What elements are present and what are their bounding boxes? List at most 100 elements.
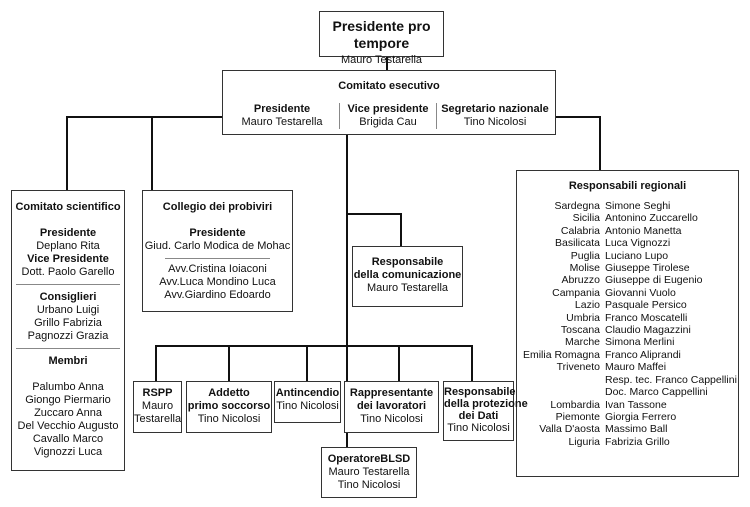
probiviri-president: Giud. Carlo Modica de Mohac	[144, 240, 291, 252]
manager-name: Giovanni Vuolo	[605, 286, 676, 299]
probiviri-title: Collegio dei probiviri	[162, 201, 273, 213]
region-name: Lazio	[574, 299, 600, 312]
president-title: Presidente pro tempore	[332, 18, 431, 51]
data-protection-title-line: della protezione	[444, 398, 528, 410]
workers-rep-title-line: dei lavoratori	[356, 400, 427, 412]
fire-warden-box: Antincendio Tino Nicolosi	[274, 381, 341, 423]
communication-name: Mauro Testarella	[366, 282, 449, 294]
regional-row: Campania Giovanni Vuolo	[517, 287, 738, 299]
manager-name: Giuseppe di Eugenio	[605, 274, 703, 287]
executive-title: Comitato esecutivo	[338, 80, 440, 92]
regional-row: Sicilia Antonino Zuccarello	[517, 212, 738, 224]
scientific-vice: Dott. Paolo Garello	[21, 266, 115, 278]
scientific-committee-box: Comitato scientifico Presidente Deplano …	[11, 190, 125, 471]
rspp-name-line: Mauro	[141, 400, 174, 412]
regional-row: Doc. Marco Cappellini	[517, 386, 738, 398]
scientific-advisors-label: Consiglieri	[39, 291, 97, 303]
blsd-name: Mauro Testarella	[328, 466, 410, 478]
fire-name: Tino Nicolosi	[276, 400, 339, 412]
manager-name: Giuseppe Tirolese	[605, 262, 690, 275]
member-item: Del Vecchio Augusto	[17, 420, 119, 432]
executive-role-vice: Vice presidente Brigida Cau	[340, 103, 437, 129]
data-protection-title-line: dei Dati	[458, 410, 499, 422]
members-list: Palumbo Anna Giongo Piermario Zuccaro An…	[12, 381, 124, 459]
region-name: Triveneto	[556, 361, 600, 374]
executive-committee-box: Comitato esecutivo Presidente Mauro Test…	[222, 70, 556, 135]
regional-row: Molise Giuseppe Tirolese	[517, 262, 738, 274]
executive-role-secretary: Segretario nazionale Tino Nicolosi	[437, 103, 553, 129]
region-name: Marche	[564, 336, 600, 349]
region-name: Campania	[552, 286, 600, 299]
role-name: Mauro Testarella	[241, 116, 323, 128]
executive-roles: Presidente Mauro Testarella Vice preside…	[223, 103, 555, 129]
regional-row: Puglia Luciano Lupo	[517, 250, 738, 262]
probiviri-member: Avv.Cristina Ioiaconi	[168, 263, 267, 275]
role-name: Brigida Cau	[359, 116, 417, 128]
member-item: Cavallo Marco	[32, 433, 104, 445]
communication-box: Responsabile della comunicazione Mauro T…	[352, 246, 463, 307]
regional-row: Valla D'aosta Massimo Ball	[517, 423, 738, 435]
member-item: Vignozzi Luca	[33, 446, 103, 458]
data-protection-box: Responsabile della protezione dei Dati T…	[443, 381, 528, 441]
workers-rep-box: Rappresentante dei lavoratori Tino Nicol…	[344, 381, 439, 433]
member-item: Palumbo Anna	[32, 381, 104, 393]
data-protection-name: Tino Nicolosi	[447, 422, 510, 434]
first-aid-title-line: Addetto	[208, 387, 250, 399]
workers-rep-name: Tino Nicolosi	[360, 413, 423, 425]
region-name	[517, 374, 605, 386]
manager-name: Mauro Maffei	[605, 361, 667, 374]
manager-name: Franco Aliprandi	[605, 348, 681, 361]
probiviri-box: Collegio dei probiviri Presidente Giud. …	[142, 190, 293, 312]
workers-rep-title-line: Rappresentante	[349, 387, 434, 399]
advisor-item: Grillo Fabrizia	[34, 317, 102, 329]
divider	[16, 348, 120, 349]
manager-name: Franco Moscatelli	[605, 311, 688, 324]
rspp-title: RSPP	[142, 387, 173, 399]
advisor-item: Pagnozzi Grazia	[27, 330, 109, 342]
manager-name: Simone Seghi	[605, 200, 671, 212]
region-name: Sicilia	[572, 212, 600, 225]
region-name: Abruzzo	[561, 274, 600, 287]
manager-name: Luciano Lupo	[605, 249, 669, 262]
divider	[165, 258, 270, 259]
manager-name: Antonino Zuccarello	[605, 212, 698, 225]
region-name: Molise	[569, 262, 600, 275]
region-name: Puglia	[570, 249, 600, 262]
manager-name: Fabrizia Grillo	[605, 435, 670, 448]
manager-name: Doc. Marco Cappellini	[605, 386, 708, 399]
data-protection-title-line: Responsabile	[444, 386, 516, 398]
region-name: Emilia Romagna	[522, 348, 600, 361]
member-item: Zuccaro Anna	[34, 407, 102, 419]
blsd-operator-box: OperatoreBLSD Mauro Testarella Tino Nico…	[321, 447, 417, 498]
role-title: Vice presidente	[347, 103, 429, 115]
region-name: Toscana	[560, 324, 600, 337]
member-item: Giongo Piermario	[25, 394, 111, 406]
probiviri-member: Avv.Luca Mondino Luca	[159, 276, 276, 288]
scientific-members-label: Membri	[48, 355, 88, 367]
region-name: Basilicata	[555, 237, 600, 250]
president-box: Presidente pro tempore Mauro Testarella	[319, 11, 444, 66]
probiviri-member: Avv.Giardino Edoardo	[164, 289, 271, 301]
role-title: Presidente	[253, 103, 311, 115]
fire-title: Antincendio	[275, 387, 340, 399]
region-name: Valla D'aosta	[539, 423, 600, 436]
scientific-president: Deplano Rita	[36, 240, 100, 252]
probiviri-president-label: Presidente	[189, 227, 246, 239]
role-name: Tino Nicolosi	[463, 116, 527, 128]
manager-name: Massimo Ball	[605, 423, 668, 436]
manager-name: Antonio Manetta	[605, 224, 682, 237]
region-name: Umbria	[566, 311, 600, 324]
regional-row: Abruzzo Giuseppe di Eugenio	[517, 274, 738, 286]
